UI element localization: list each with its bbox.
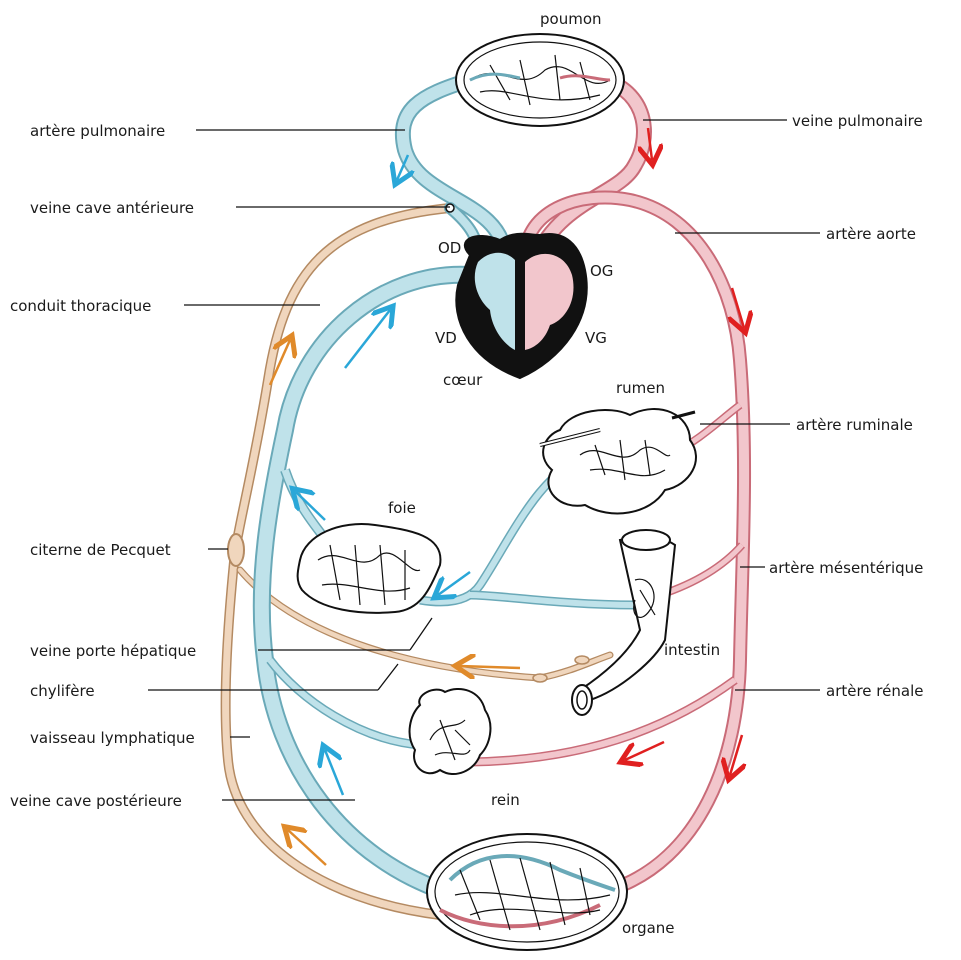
label-cisterna-chyli: citerne de Pecquet bbox=[30, 541, 171, 559]
label-hepatic-portal-vein: veine porte hépatique bbox=[30, 642, 196, 660]
arrow-venous-4 bbox=[438, 572, 470, 595]
label-left-atrium: OG bbox=[590, 262, 613, 280]
cisterna-chyli bbox=[228, 534, 244, 566]
label-rumen: rumen bbox=[616, 379, 665, 397]
label-heart: cœur bbox=[443, 371, 483, 389]
heart-organ bbox=[456, 234, 586, 378]
label-lung: poumon bbox=[540, 10, 602, 28]
arrow-arterial-3 bbox=[625, 742, 664, 760]
left-labels: artère pulmonaire veine cave antérieure … bbox=[10, 122, 196, 810]
label-right-ventricle: VD bbox=[435, 329, 457, 347]
label-lymph-vessel: vaisseau lymphatique bbox=[30, 729, 195, 747]
right-labels: veine pulmonaire artère aorte artère rum… bbox=[769, 112, 923, 700]
label-posterior-vena-cava: veine cave postérieure bbox=[10, 792, 182, 810]
label-ruminal-artery: artère ruminale bbox=[796, 416, 913, 434]
label-organ: organe bbox=[622, 919, 675, 937]
label-right-atrium: OD bbox=[438, 239, 461, 257]
label-anterior-vena-cava: veine cave antérieure bbox=[30, 199, 194, 217]
label-intestine: intestin bbox=[664, 641, 720, 659]
label-liver: foie bbox=[388, 499, 416, 517]
label-mesenteric-artery: artère mésentérique bbox=[769, 559, 923, 577]
rumen-organ bbox=[540, 409, 696, 513]
label-left-ventricle: VG bbox=[585, 329, 607, 347]
liver-organ bbox=[298, 524, 441, 613]
label-aorta: artère aorte bbox=[826, 225, 916, 243]
label-pulmonary-vein: veine pulmonaire bbox=[792, 112, 923, 130]
label-kidney: rein bbox=[491, 791, 520, 809]
tissue-organ bbox=[427, 834, 627, 950]
label-renal-artery: artère rénale bbox=[826, 682, 923, 700]
arrow-venous-5 bbox=[325, 750, 343, 795]
label-thoracic-duct: conduit thoracique bbox=[10, 297, 151, 315]
label-pulmonary-artery: artère pulmonaire bbox=[30, 122, 165, 140]
label-lacteal: chylifère bbox=[30, 682, 95, 700]
intestine-organ bbox=[572, 530, 675, 715]
lung-organ bbox=[456, 34, 624, 126]
